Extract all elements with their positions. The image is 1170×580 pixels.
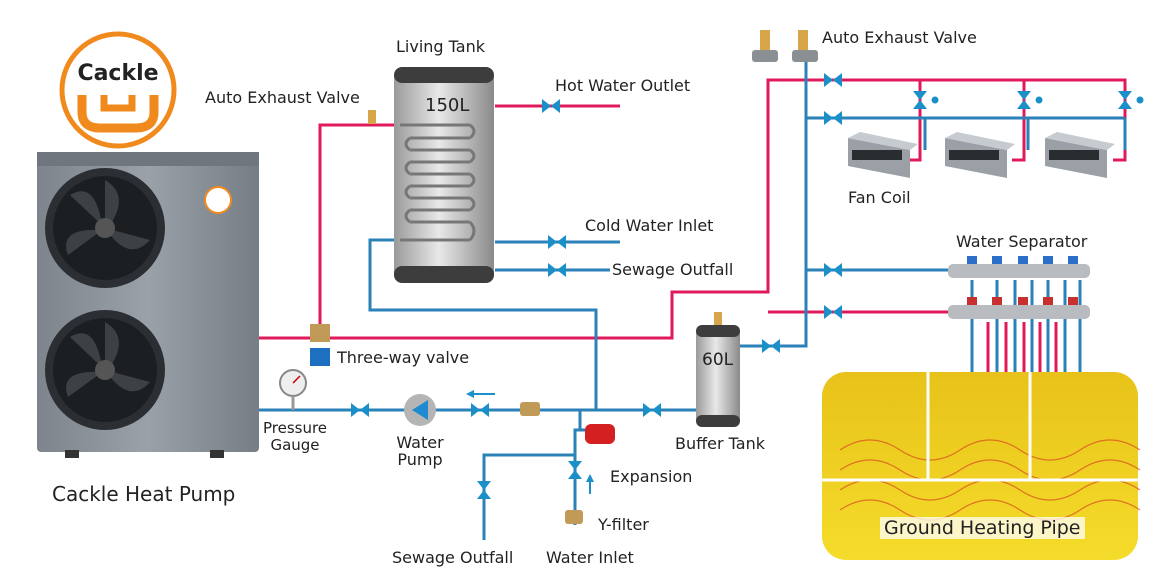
ground-heating-pipe-label: Ground Heating Pipe — [880, 517, 1085, 539]
living-tank-title: Living Tank — [396, 37, 485, 56]
cold-water-inlet-label: Cold Water Inlet — [585, 216, 714, 235]
fan-coil-unit — [1045, 132, 1115, 178]
fan-coil-unit — [945, 132, 1015, 178]
auto-exhaust-valve-right-icon — [752, 30, 818, 62]
fan-coils — [848, 132, 1115, 178]
hot-water-outlet-label: Hot Water Outlet — [555, 76, 691, 95]
water-pump-icon — [404, 394, 436, 426]
cackle-logo: Cackle — [59, 31, 177, 149]
buffer-tank-capacity: 60L — [702, 350, 734, 370]
y-filter-label: Y-filter — [598, 515, 649, 534]
heat-pump-label: Cackle Heat Pump — [52, 482, 236, 506]
water-separator — [948, 256, 1090, 319]
fan-coil-label: Fan Coil — [848, 188, 911, 207]
unit-logo-badge — [204, 186, 232, 214]
expansion-label: Expansion — [610, 467, 693, 486]
heat-pump-unit — [37, 152, 259, 458]
pressure-gauge-icon — [279, 369, 307, 410]
auto-exhaust-valve-right-label: Auto Exhaust Valve — [822, 28, 977, 47]
auto-exhaust-valve-left-label: Auto Exhaust Valve — [205, 88, 360, 107]
water-separator-label: Water Separator — [956, 232, 1088, 251]
sewage-outfall-bottom-label: Sewage Outfall — [392, 548, 514, 567]
three-way-valve-label: Three-way valve — [337, 348, 470, 367]
svg-text:Cackle: Cackle — [77, 61, 158, 86]
expansion-tank-icon — [585, 424, 615, 444]
y-filter-icon — [520, 402, 583, 524]
living-tank — [394, 67, 494, 283]
fan-top — [45, 168, 165, 288]
living-tank-capacity: 150L — [425, 95, 470, 116]
buffer-tank-label: Buffer Tank — [675, 434, 765, 453]
buffer-tank — [696, 312, 740, 427]
hot-pipes — [258, 78, 1127, 372]
three-way-valve-icon — [310, 324, 330, 366]
water-pump-label: Water Pump — [396, 433, 444, 469]
water-inlet-label: Water Inlet — [546, 548, 634, 567]
flow-arrow-icon — [466, 390, 594, 494]
auto-exhaust-valve-left-icon — [368, 110, 376, 124]
heating-coil — [400, 123, 476, 242]
pressure-gauge-label: Pressure Gauge — [262, 419, 328, 454]
valves — [351, 73, 1144, 499]
ground-heating-image — [822, 372, 1141, 560]
sewage-outfall-tank-label: Sewage Outfall — [612, 260, 734, 279]
fan-coil-unit — [848, 132, 918, 178]
fan-bottom — [45, 310, 165, 430]
